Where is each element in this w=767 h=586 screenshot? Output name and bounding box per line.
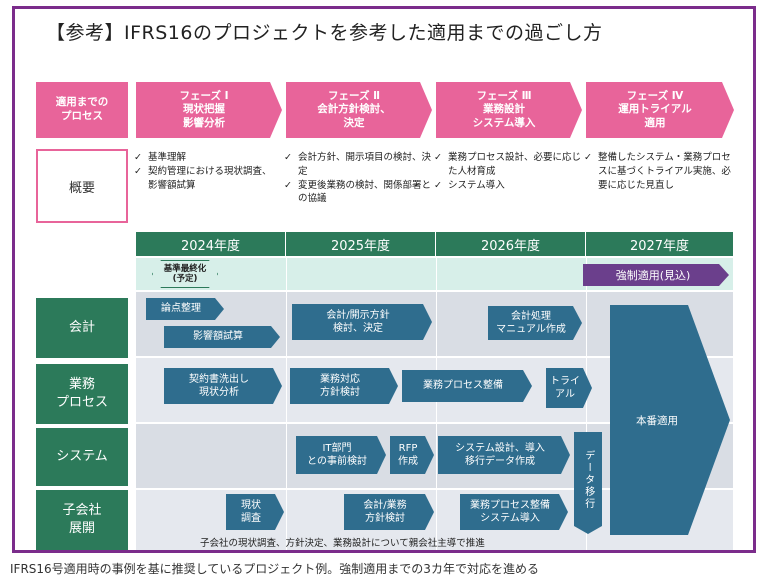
task-impact-estimation: 影響額試算: [164, 326, 280, 348]
row-label-accounting: 会計: [36, 298, 128, 358]
row-label-business: 業務 プロセス: [36, 364, 128, 424]
figure-caption: IFRS16号適用時の事例を基に推奨しているプロジェクト例。強制適用までの3カ年…: [10, 562, 539, 576]
phase-2-arrow: フェーズ Ⅱ 会計方針検討、 決定: [286, 82, 432, 138]
standard-finalization-milestone: 基準最終化 (予定): [152, 260, 218, 288]
year-2026: 2026年度: [436, 232, 586, 256]
year-2024: 2024年度: [136, 232, 286, 256]
task-business-policy: 業務対応 方針検討: [290, 368, 398, 404]
task-accounting-manual: 会計処理 マニュアル作成: [488, 306, 582, 340]
task-issue-organization: 論点整理: [146, 298, 224, 320]
phase-1-arrow: フェーズ Ⅰ 現状把握 影響分析: [136, 82, 282, 138]
task-rfp: RFP 作成: [390, 436, 434, 474]
task-trial: トライ アル: [546, 368, 592, 408]
column-divider: [286, 292, 287, 550]
mandatory-application-arrow: 強制適用(見込): [583, 264, 729, 286]
task-subsidiary-process: 業務プロセス整備 システム導入: [460, 494, 568, 530]
row-label-system: システム: [36, 428, 128, 486]
phase-4-arrow: フェーズ Ⅳ 運用トライアル 適用: [586, 82, 734, 138]
task-business-process-setup: 業務プロセス整備: [402, 370, 532, 402]
figure-title: 【参考】IFRS16のプロジェクトを参考した適用までの過ごし方: [46, 22, 603, 44]
phase-3-arrow: フェーズ Ⅲ 業務設計 システム導入: [436, 82, 582, 138]
overview-phase-3: 業務プロセス設計、必要に応じた人材育成 システム導入: [434, 151, 582, 192]
overview-phase-4: 整備したシステム・業務プロセスに基づくトライアル実施、必要に応じた見直し: [584, 151, 732, 192]
milestone-divider: [286, 258, 287, 290]
year-2027: 2027年度: [586, 232, 733, 256]
overview-phase-1: 基準理解 契約管理における現状調査、影響額試算: [134, 151, 280, 192]
process-label: 適用までの プロセス: [36, 82, 128, 138]
task-subsidiary-survey: 現状 調査: [226, 494, 284, 530]
subsidiary-note: 子会社の現状調査、方針決定、業務設計について親会社主導で推進: [200, 538, 485, 549]
task-contract-review: 契約書洗出し 現状分析: [164, 368, 282, 404]
task-accounting-disclosure-policy: 会計/開示方針 検討、決定: [292, 304, 432, 340]
year-2025: 2025年度: [286, 232, 436, 256]
task-system-design: システム設計、導入 移行データ作成: [438, 436, 570, 474]
task-subsidiary-policy: 会計/業務 方針検討: [344, 494, 434, 530]
task-it-pre-review: IT部門 との事前検討: [296, 436, 386, 474]
column-divider: [436, 292, 437, 550]
row-label-subsidiary: 子会社 展開: [36, 490, 128, 550]
task-data-migration: データ移行: [574, 432, 602, 534]
overview-phase-2: 会計方針、開示項目の検討、決定 変更後業務の検討、関係部署との協議: [284, 151, 432, 206]
column-divider: [586, 292, 587, 550]
milestone-divider: [436, 258, 437, 290]
overview-label: 概要: [36, 149, 128, 223]
